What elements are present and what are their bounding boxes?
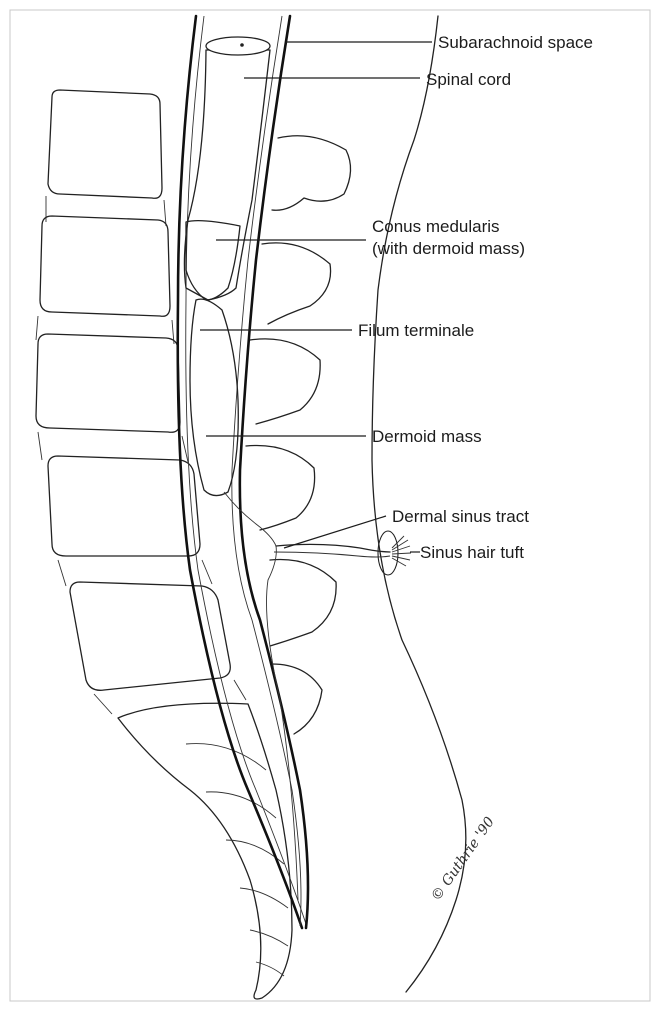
dura-posterior-wall: [240, 16, 308, 928]
vertebral-body: [48, 456, 200, 556]
label-spinal-cord: Spinal cord: [426, 70, 511, 89]
dermoid-mass-shape: [190, 299, 238, 495]
artist-signature: © Guthrie '90: [428, 814, 498, 904]
spinous-process: [262, 243, 331, 324]
intervertebral-disc: [46, 196, 166, 226]
spinous-process: [246, 445, 315, 530]
figure-frame: [10, 10, 650, 1001]
label-sinus-hair-tuft: Sinus hair tuft: [420, 543, 524, 562]
coccyx-segment: [250, 930, 288, 946]
spinous-process: [270, 559, 336, 646]
spinous-process: [272, 136, 351, 211]
label-conus-line2: (with dermoid mass): [372, 239, 525, 258]
vertebral-body: [70, 582, 230, 690]
label-dermoid-mass: Dermoid mass: [372, 427, 482, 446]
filum-terminale-cord: [224, 492, 298, 900]
intervertebral-disc: [36, 316, 174, 344]
sacrum: [118, 703, 292, 999]
intervertebral-disc: [94, 680, 246, 714]
label-conus-line1: Conus medularis: [372, 217, 500, 236]
dermal-sinus-tract-line2: [274, 552, 390, 557]
vertebral-body: [48, 90, 162, 198]
vertebral-body: [40, 216, 170, 316]
leader-lines: [200, 42, 432, 552]
label-dermal-sinus-tract: Dermal sinus tract: [392, 507, 529, 526]
spinous-process: [250, 339, 320, 424]
labels: Subarachnoid space Spinal cord Conus med…: [358, 33, 593, 562]
vertebral-bodies: [36, 90, 246, 714]
central-canal: [240, 43, 244, 47]
hair-strands: [392, 536, 411, 566]
sinus-opening: [378, 531, 398, 575]
spinal-cord-cut-end: [206, 37, 270, 55]
dural-sac: [178, 16, 308, 928]
spinal-cord-body: [184, 50, 270, 300]
spinous-processes: [246, 136, 351, 734]
leader-sinus-tract: [284, 516, 386, 548]
vertebral-body: [36, 334, 180, 432]
conus-medularis-mass: [186, 221, 240, 300]
skin-contour: [372, 16, 466, 992]
sacral-segment: [240, 888, 288, 908]
label-filum-terminale: Filum terminale: [358, 321, 474, 340]
sacral-segment: [186, 744, 266, 770]
sacral-segment: [226, 840, 284, 864]
label-subarachnoid-space: Subarachnoid space: [438, 33, 593, 52]
